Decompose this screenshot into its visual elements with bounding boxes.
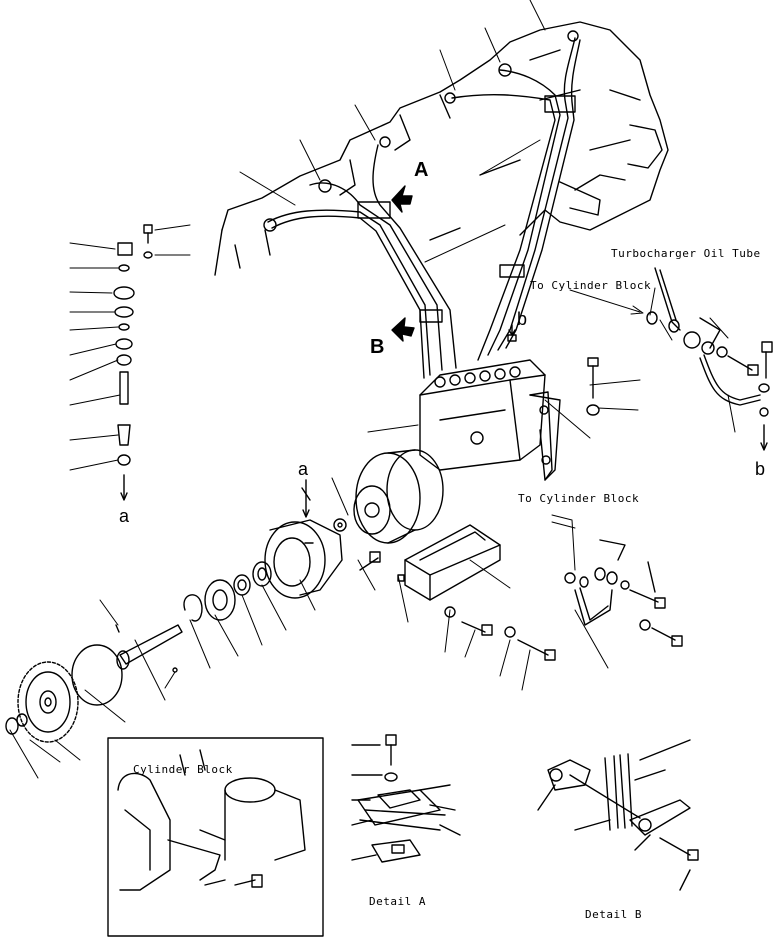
gear	[5, 644, 123, 743]
oil-return-tube	[564, 539, 683, 647]
ref-a-top-label: a	[298, 459, 309, 479]
ref-b-bottom-label: b	[755, 459, 766, 479]
pump-bracket	[404, 524, 501, 601]
adapter-housing	[264, 518, 347, 599]
reference-arrows	[551, 289, 644, 571]
view-arrows	[391, 185, 415, 342]
detail-b-caption: Detail B	[585, 908, 642, 921]
detail-a-caption: Detail A	[369, 895, 426, 908]
to-cylinder-block-label: To Cylinder Block	[530, 279, 652, 292]
view-a-marker: A	[414, 159, 429, 181]
to-cylinder-block-label-2: To Cylinder Block	[518, 492, 640, 505]
injection-pump	[353, 359, 561, 544]
ref-b-top-label: b	[517, 309, 528, 329]
inset-cylinder-block	[107, 737, 324, 937]
ref-a-bottom-label: a	[119, 506, 130, 526]
leader-lines	[9, 0, 736, 779]
cylinder-block-label: Cylinder Block	[133, 763, 233, 776]
drive-shaft	[115, 624, 183, 673]
detail-a-drawing	[351, 734, 461, 863]
bolts	[301, 324, 600, 661]
detail-b-drawing	[537, 739, 699, 891]
view-b-marker: B	[370, 336, 385, 358]
bearings	[183, 561, 272, 622]
turbocharger-oil-tube-label: Turbocharger Oil Tube	[611, 247, 761, 260]
injection-tubes	[263, 30, 581, 379]
left-parts-stack	[113, 224, 153, 501]
turbo-oil-tube-assembly	[646, 267, 773, 451]
support-bracket	[529, 391, 553, 481]
engine-block	[214, 21, 669, 276]
